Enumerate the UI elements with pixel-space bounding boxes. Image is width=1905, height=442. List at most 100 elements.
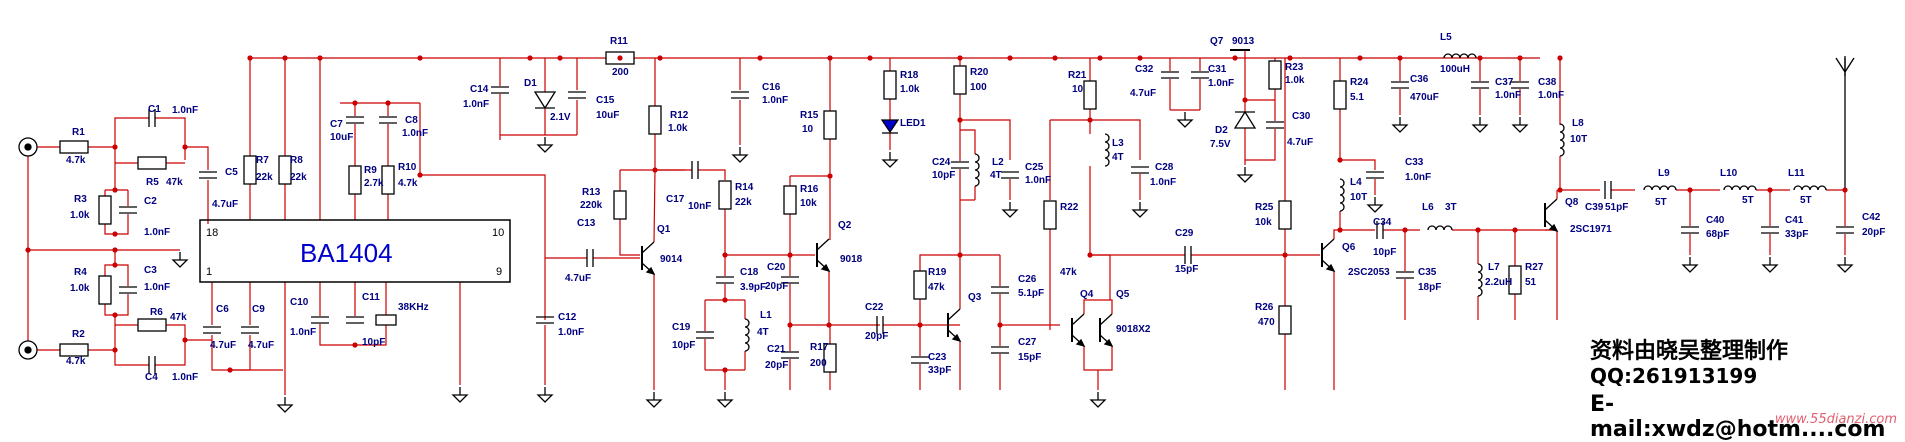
label-c40: C40 xyxy=(1706,215,1725,226)
ground-icon xyxy=(451,387,469,403)
label-r5: R5 xyxy=(146,177,159,188)
label-q45v: 9018X2 xyxy=(1116,324,1151,335)
label-l1v: 4T xyxy=(757,327,769,338)
label-r11: R11 xyxy=(610,36,628,47)
junction-dot xyxy=(557,55,563,61)
label-c41: C41 xyxy=(1785,215,1804,226)
label-c16: C16 xyxy=(762,82,781,93)
capacitor xyxy=(1471,81,1489,89)
antenna-icon xyxy=(1835,56,1855,190)
label-q7v: 9013 xyxy=(1232,36,1255,47)
chip-pin1: 1 xyxy=(206,266,212,278)
label-r12v: 1.0k xyxy=(668,123,688,134)
label-r16: R16 xyxy=(800,184,819,195)
junction-dot xyxy=(722,297,728,303)
label-c22: C22 xyxy=(865,302,884,313)
label-c39: C39 xyxy=(1585,202,1604,213)
label-c27v: 15pF xyxy=(1018,352,1041,363)
chip-pin18: 18 xyxy=(206,227,218,239)
capacitor xyxy=(716,276,734,284)
junction-dot xyxy=(757,55,763,61)
capacitor xyxy=(991,346,1009,354)
label-c3v: 1.0nF xyxy=(144,282,170,293)
l4-inductor xyxy=(1339,178,1345,212)
label-c6: C6 xyxy=(216,304,229,315)
resistor xyxy=(98,195,112,225)
label-r17v: 200 xyxy=(810,358,827,369)
junction-dot xyxy=(352,342,358,348)
capacitor xyxy=(311,316,329,324)
junction-dot xyxy=(227,367,233,373)
label-c1: C1 xyxy=(148,104,161,115)
junction-dot xyxy=(1242,97,1248,103)
zener-diode-icon xyxy=(1233,110,1257,129)
label-c2v: 1.0nF xyxy=(144,227,170,238)
label-r19v: 47k xyxy=(928,282,945,293)
label-r6v: 47k xyxy=(170,312,187,323)
label-c1v: 1.0nF xyxy=(172,105,198,116)
junction-dot xyxy=(1557,55,1563,61)
capacitor xyxy=(1511,81,1529,89)
resistor xyxy=(883,70,897,100)
label-r10v: 4.7k xyxy=(398,178,418,189)
wire xyxy=(960,129,976,154)
credit-qq: QQ:261913199 xyxy=(1590,364,1758,388)
junction-dot xyxy=(1337,227,1343,233)
label-r23: R23 xyxy=(1285,62,1304,73)
label-q3: Q3 xyxy=(968,292,982,303)
wire xyxy=(619,219,640,256)
resistor xyxy=(953,65,967,95)
capacitor xyxy=(1184,246,1192,264)
label-r26: R26 xyxy=(1255,302,1274,313)
junction-dot xyxy=(352,100,358,106)
label-r19: R19 xyxy=(928,267,947,278)
label-c10: C10 xyxy=(290,297,309,308)
label-c40v: 68pF xyxy=(1706,229,1729,240)
label-led1: LED1 xyxy=(900,118,926,129)
ground-icon xyxy=(645,392,663,408)
label-c17v: 10nF xyxy=(688,201,711,212)
capacitor xyxy=(1366,171,1384,179)
junction-dot xyxy=(112,262,118,268)
wire xyxy=(155,324,186,366)
capacitor xyxy=(1131,166,1149,174)
label-c31v: 1.0nF xyxy=(1208,78,1234,89)
label-q6: Q6 xyxy=(1342,242,1356,253)
junction-dot xyxy=(787,322,793,328)
ground-icon xyxy=(1836,257,1854,273)
label-q4: Q4 xyxy=(1080,289,1094,300)
resistor xyxy=(823,110,837,140)
label-c21: C21 xyxy=(767,344,786,355)
label-c23: C23 xyxy=(928,352,947,363)
ground-icon xyxy=(1471,117,1489,133)
chip-pin9: 9 xyxy=(496,266,502,278)
ground-icon xyxy=(1511,117,1529,133)
label-q1v: 9014 xyxy=(660,254,683,265)
label-c14v: 1.0nF xyxy=(463,99,489,110)
label-r12: R12 xyxy=(670,110,689,121)
label-c5: C5 xyxy=(225,167,238,178)
junction-dot xyxy=(722,252,728,258)
label-c18: C18 xyxy=(740,267,759,278)
junction-dot xyxy=(182,337,188,343)
capacitor xyxy=(536,316,554,324)
label-d1v: 2.1V xyxy=(550,112,571,123)
capacitor xyxy=(199,171,217,179)
label-r8: R8 xyxy=(290,155,303,166)
junction-dot xyxy=(417,172,423,178)
label-c3: C3 xyxy=(144,265,157,276)
label-c7v: 10uF xyxy=(330,132,353,143)
wire xyxy=(114,350,149,366)
label-c29v: 15pF xyxy=(1175,264,1198,275)
wire xyxy=(155,117,186,160)
label-c26v: 5.1pF xyxy=(1018,288,1044,299)
label-r9: R9 xyxy=(364,165,377,176)
ground-icon xyxy=(276,397,294,413)
wire xyxy=(88,133,116,148)
l6-inductor xyxy=(1427,225,1453,231)
capacitor xyxy=(568,91,586,99)
label-r23v: 1.0k xyxy=(1285,75,1305,86)
label-c25v: 1.0nF xyxy=(1025,175,1051,186)
ground-icon xyxy=(1131,202,1149,218)
